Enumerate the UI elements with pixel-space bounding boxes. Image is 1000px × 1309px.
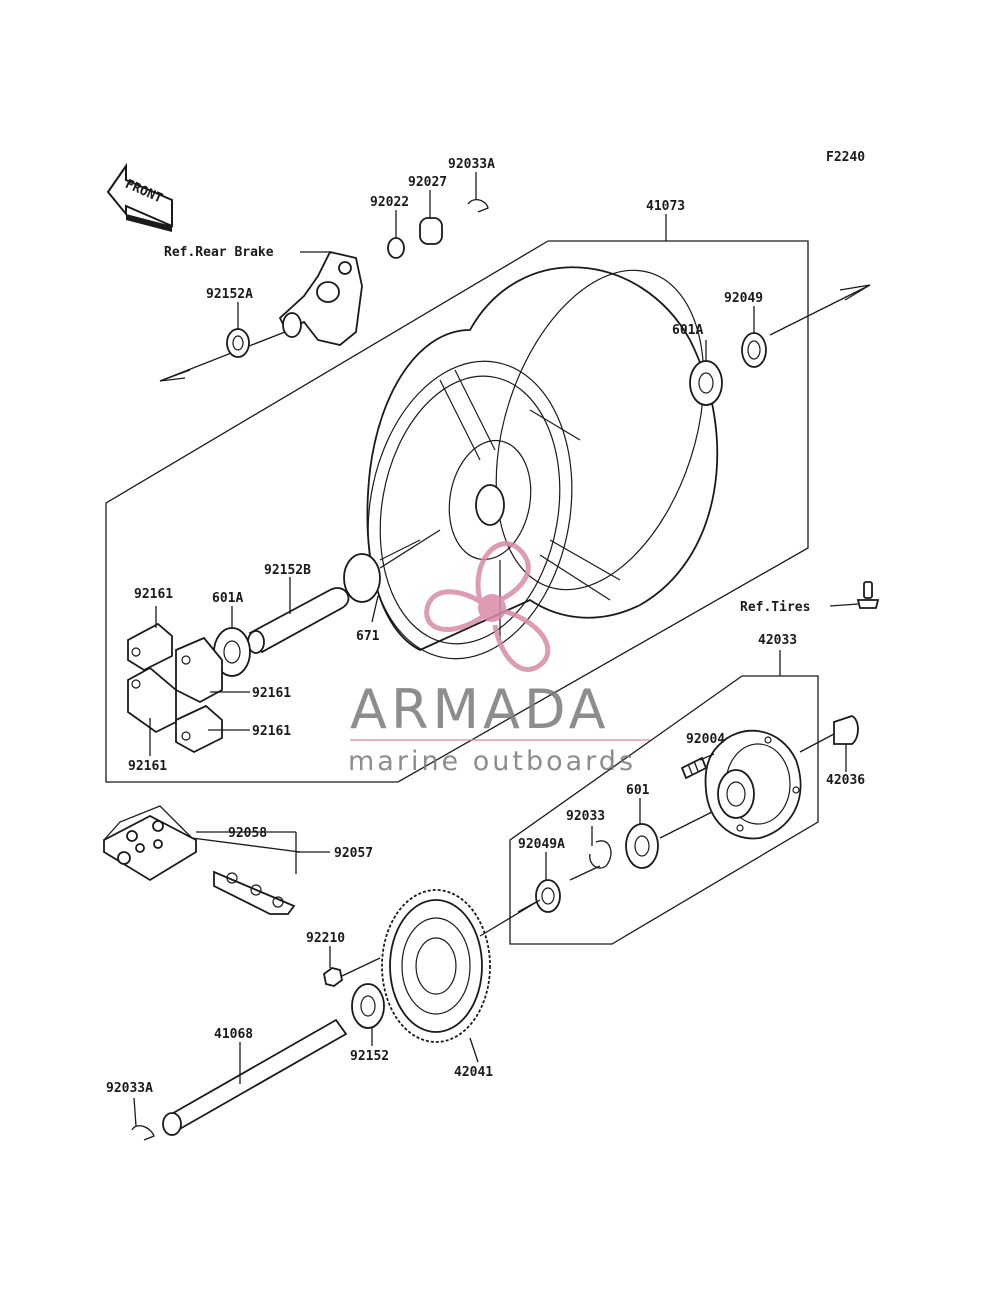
label-92161-d: 92161: [128, 759, 167, 774]
label-92152B: 92152B: [264, 563, 311, 578]
label-41073: 41073: [646, 199, 685, 214]
watermark-tagline: marine outboards: [348, 746, 636, 777]
label-ref-tires: Ref.Tires: [740, 600, 810, 615]
bearing-601A-top-inner: [698, 372, 714, 394]
bearing-601A-top: [689, 360, 723, 406]
drive-chain-92057: [103, 805, 330, 915]
rear-sprocket-42041: [381, 889, 541, 1063]
damper-92161-group: [127, 606, 250, 756]
nut-92210: [323, 946, 381, 987]
collar-92152: [351, 983, 385, 1029]
rear-brake-bracket: [278, 250, 363, 346]
rear-axle-41068: [162, 1018, 348, 1136]
label-601: 601: [626, 783, 650, 798]
label-92049: 92049: [724, 291, 763, 306]
label-671: 671: [356, 629, 380, 644]
label-92058: 92058: [228, 826, 267, 841]
label-92027: 92027: [408, 175, 447, 190]
o-ring-671: [343, 553, 381, 603]
stud-92004: [680, 753, 715, 780]
label-92152A: 92152A: [206, 287, 253, 302]
clip-92033A-bottom: [131, 1125, 155, 1141]
label-92022: 92022: [370, 195, 409, 210]
front-arrow-icon: FRONT: [106, 162, 173, 232]
collar-42036: [833, 715, 859, 745]
label-42033: 42033: [758, 633, 797, 648]
label-92033A-bottom: 92033A: [106, 1081, 153, 1096]
label-92049A: 92049A: [518, 837, 565, 852]
tire-valve: [829, 581, 880, 609]
label-ref-rear-brake: Ref.Rear Brake: [164, 245, 274, 260]
label-601A-top: 601A: [672, 323, 703, 338]
spacer-92152B: [247, 577, 350, 654]
collar-92152A-inner: [232, 335, 244, 351]
armada-watermark: ARMADA marine outboards: [348, 541, 650, 777]
label-41068: 41068: [214, 1027, 253, 1042]
label-92033: 92033: [566, 809, 605, 824]
ring-92022: [387, 237, 405, 259]
label-42041: 42041: [454, 1065, 493, 1080]
bearing-601: [625, 823, 659, 869]
clip-92033A-top: [467, 198, 489, 213]
collar-92152A: [226, 328, 250, 358]
label-601A-left: 601A: [212, 591, 243, 606]
seal-92049: [741, 332, 767, 368]
sprocket-hub-42033: [704, 729, 802, 840]
label-92057: 92057: [334, 846, 373, 861]
label-42036: 42036: [826, 773, 865, 788]
label-92004: 92004: [686, 732, 725, 747]
watermark-brand: ARMADA: [350, 678, 610, 741]
label-92210: 92210: [306, 931, 345, 946]
figure-code: F2240: [826, 150, 865, 165]
label-92033A-top: 92033A: [448, 157, 495, 172]
label-92152: 92152: [350, 1049, 389, 1064]
label-92161-b: 92161: [252, 686, 291, 701]
propeller-logo-icon: [424, 541, 551, 672]
rear-wheel: [366, 266, 719, 660]
label-92161-a: 92161: [134, 587, 173, 602]
label-92161-c: 92161: [252, 724, 291, 739]
seal-92049A: [535, 879, 561, 913]
circlip-92033: [589, 840, 612, 869]
wheel-assembly-frame: [105, 214, 871, 783]
collar-92027: [419, 217, 443, 245]
seal-92049-inner: [747, 340, 761, 360]
